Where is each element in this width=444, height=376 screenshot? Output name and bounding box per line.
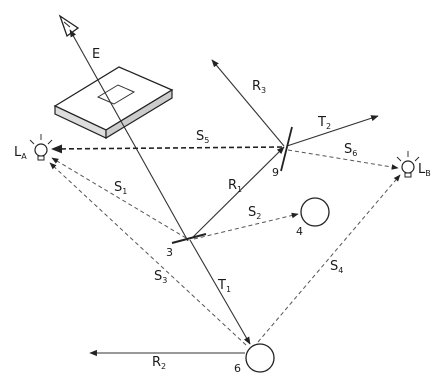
light-bulb-icon: [396, 151, 420, 178]
label-T1: T1: [217, 278, 231, 294]
object-4: [300, 197, 330, 227]
ray-E: [69, 29, 189, 242]
label-S6: S6: [344, 142, 357, 158]
label-S5: S5: [196, 129, 209, 145]
ray-R1: [191, 146, 285, 239]
label-S4: S4: [330, 259, 343, 275]
label-R2: R2: [152, 355, 166, 371]
shadow-ray-S4: [257, 174, 401, 343]
label-E: E: [92, 47, 100, 62]
label-S1: S1: [114, 180, 127, 196]
light-bulb-icon: [29, 134, 53, 161]
eye-icon: [58, 14, 80, 38]
label-R3: R3: [252, 79, 266, 95]
surface-9: [280, 126, 293, 172]
screen-plate: [53, 66, 174, 140]
object-6: [245, 343, 275, 373]
shadow-ray-S1: [51, 157, 187, 239]
label-S2: S2: [248, 205, 261, 221]
label-LB: LB: [418, 162, 431, 178]
ray-T2: [286, 115, 379, 147]
label-object-4: 4: [296, 225, 303, 238]
ray-R3: [211, 59, 285, 147]
shadow-ray-S3: [49, 162, 247, 346]
label-LA: LA: [14, 145, 27, 161]
label-T2: T2: [317, 115, 331, 131]
label-object-6: 6: [234, 362, 241, 375]
label-surface-3: 3: [166, 246, 173, 259]
label-surface-9: 9: [272, 166, 279, 179]
surface-3: [171, 233, 207, 244]
shadow-ray-S2: [193, 212, 299, 240]
label-R1: R1: [228, 178, 242, 194]
shadow-ray-S5: [50, 144, 283, 154]
label-S3: S3: [154, 269, 167, 285]
shadow-ray-S6: [287, 149, 399, 170]
ray-T1: [189, 239, 251, 345]
